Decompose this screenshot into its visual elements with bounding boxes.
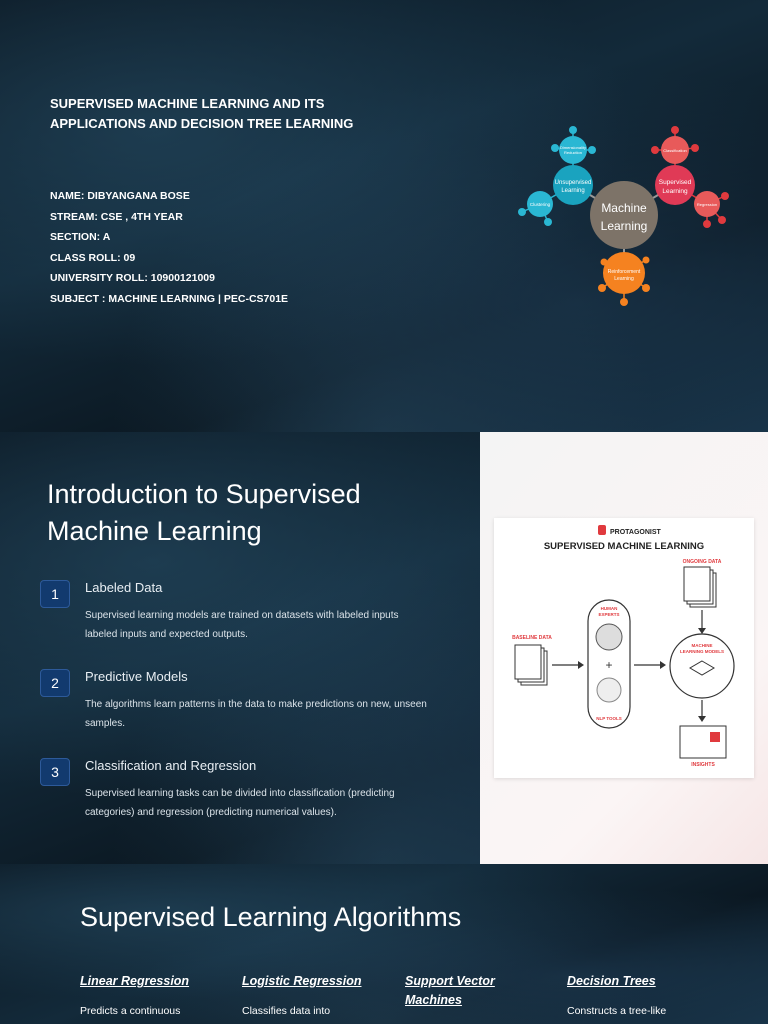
- mm-unsup-1: Unsupervised: [555, 180, 592, 186]
- mm-dimred-1: Dimensionality: [560, 145, 586, 150]
- presentation-title: SUPERVISED MACHINE LEARNING AND ITS APPL…: [50, 96, 354, 131]
- algorithms-slide: Supervised Learning Algorithms Linear Re…: [0, 864, 768, 1024]
- info-name: NAME: DIBYANGANA BOSE: [50, 190, 190, 202]
- mm-clustering: Clustering: [530, 202, 551, 207]
- algorithm-title: Logistic Regression: [242, 974, 362, 988]
- item-title: Labeled Data: [85, 580, 163, 595]
- figure-experts-1: HUMAN: [601, 606, 618, 611]
- algorithm-title: Decision Trees: [567, 974, 656, 988]
- algorithm-title: Linear Regression: [80, 974, 190, 988]
- algorithms-heading: Supervised Learning Algorithms: [80, 902, 462, 932]
- info-university-roll: UNIVERSITY ROLL: 10900121009: [50, 272, 215, 285]
- baseline-doc-icon: [514, 644, 548, 686]
- intro-heading: Introduction to Supervised Machine Learn…: [47, 479, 361, 546]
- mm-dimred-2: Reduction: [564, 150, 582, 155]
- mm-center-1: Machine: [601, 201, 647, 215]
- human-experts-icon: [595, 623, 623, 651]
- item-number: 2: [40, 669, 70, 697]
- algorithm-column: Linear Regression Predicts a continuous: [80, 972, 220, 1017]
- mm-regression: Regression: [697, 202, 717, 207]
- item-description: Supervised learning tasks can be divided…: [85, 788, 395, 818]
- item-description: Supervised learning models are trained o…: [85, 610, 399, 640]
- item-number: 1: [40, 580, 70, 608]
- figure-title: SUPERVISED MACHINE LEARNING: [544, 541, 704, 552]
- machine-learning-mindmap: Machine Learning Unsupervised Learning S…: [518, 126, 729, 306]
- mm-sup-2: Learning: [662, 188, 688, 195]
- mm-sup-1: Supervised: [659, 179, 692, 186]
- intro-slide: Introduction to Supervised Machine Learn…: [0, 432, 768, 864]
- plus-icon: +: [605, 658, 612, 672]
- ml-models-cube-icon: [689, 660, 715, 676]
- figure-ongoing-label: ONGOING DATA: [683, 559, 722, 565]
- item-title: Classification and Regression: [85, 758, 257, 773]
- algorithm-column: Logistic Regression Classifies data into: [242, 972, 382, 1017]
- figure-baseline-label: BASELINE DATA: [512, 635, 552, 641]
- info-class-roll: CLASS ROLL: 09: [50, 251, 136, 264]
- algorithm-column: Decision Trees Constructs a tree-like: [567, 972, 707, 1017]
- mm-unsup-2: Learning: [561, 188, 584, 194]
- insights-doc-icon: [679, 725, 727, 759]
- figure-nlp-label: NLP TOOLS: [596, 716, 622, 721]
- info-stream: STREAM: CSE , 4TH YEAR: [50, 210, 183, 223]
- algorithm-column: Support Vector Machines: [405, 972, 515, 1010]
- item-number: 3: [40, 758, 70, 786]
- info-section: SECTION: A: [50, 231, 111, 244]
- figure-models-1: MACHINE: [692, 643, 713, 648]
- algorithm-description: Classifies data into: [242, 1005, 331, 1017]
- title-slide: SUPERVISED MACHINE LEARNING AND ITS APPL…: [0, 0, 768, 432]
- protagonist-logo-icon: [598, 525, 606, 535]
- nlp-tools-icon: [596, 677, 622, 703]
- figure-models-2: LEARNING MODELS: [680, 649, 724, 654]
- figure-experts-2: EXPERTS: [598, 612, 619, 617]
- mm-rein-1: Reinforcement: [608, 269, 641, 275]
- algorithm-description: Constructs a tree-like: [567, 1005, 667, 1017]
- mm-rein-2: Learning: [614, 276, 634, 282]
- figure-brand: PROTAGONIST: [610, 529, 662, 536]
- student-info: NAME: DIBYANGANA BOSE STREAM: CSE , 4TH …: [50, 186, 288, 310]
- ongoing-doc-icon: [683, 566, 717, 608]
- mm-center-2: Learning: [601, 219, 648, 233]
- info-subject: SUBJECT : MACHINE LEARNING | PEC-CS701E: [50, 292, 289, 305]
- supervised-ml-figure: PROTAGONIST SUPERVISED MACHINE LEARNING …: [494, 518, 754, 778]
- item-title: Predictive Models: [85, 669, 188, 684]
- algorithm-description: Predicts a continuous: [80, 1005, 181, 1017]
- mm-classification: Classification: [663, 148, 687, 153]
- algorithm-title: Support Vector Machines: [405, 974, 495, 1007]
- figure-insights-label: INSIGHTS: [691, 762, 715, 768]
- item-description: The algorithms learn patterns in the dat…: [85, 699, 427, 729]
